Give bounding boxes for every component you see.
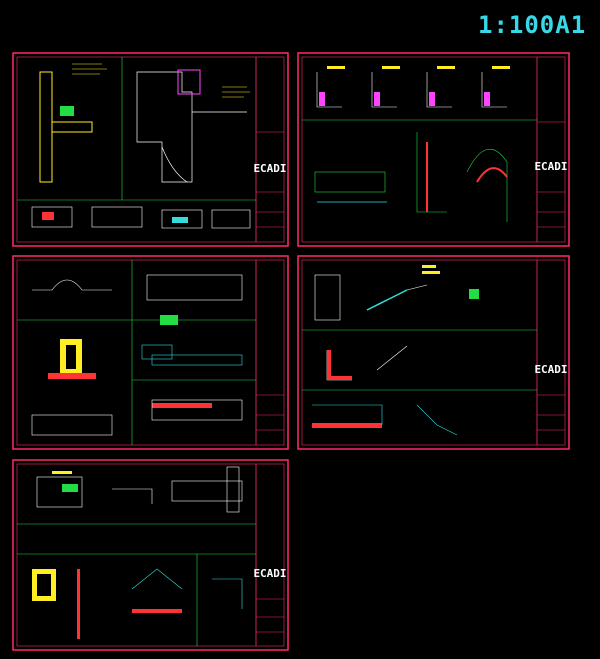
drawing-sheet-4[interactable]: ECADI [297, 255, 570, 450]
sheet-4-logo: ECADI [534, 363, 567, 376]
drawing-sheet-1[interactable]: ECADI [12, 52, 289, 247]
sheet-5-logo: ECADI [253, 567, 286, 580]
drawing-scale-label: 1:100A1 [478, 11, 587, 39]
drawing-sheet-2[interactable]: ECADI [297, 52, 570, 247]
sheet-2-logo: ECADI [534, 160, 567, 173]
sheet-1-logo: ECADI [253, 162, 286, 175]
drawing-sheet-3[interactable] [12, 255, 289, 450]
drawing-sheet-5[interactable]: ECADI [12, 459, 289, 651]
